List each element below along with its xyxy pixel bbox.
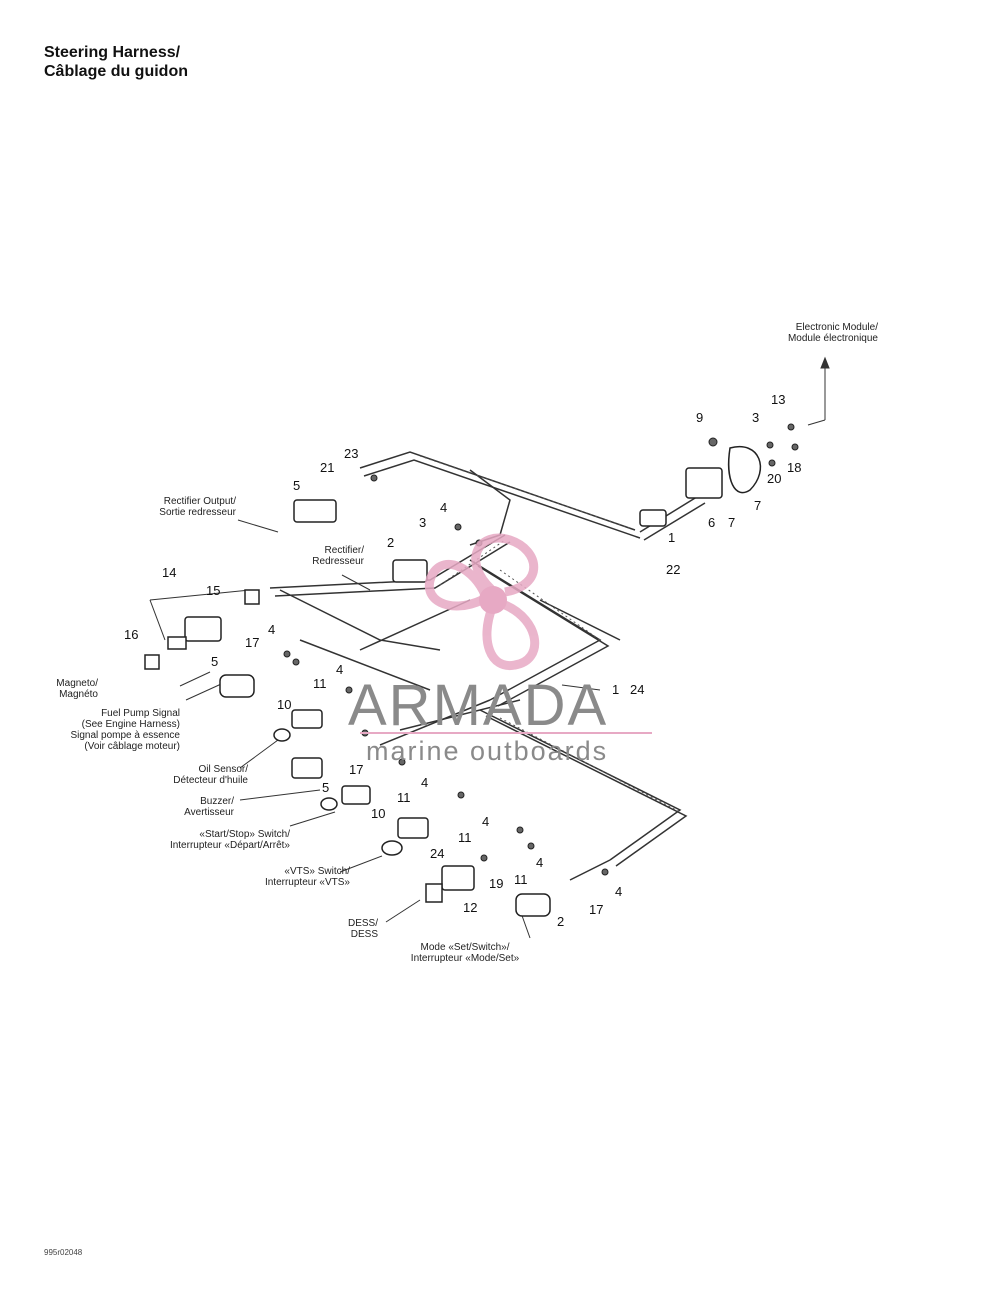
- part-number: 4: [440, 500, 448, 515]
- watermark-propeller-logo: [425, 533, 540, 670]
- connector-10-lower: [341, 785, 371, 805]
- part-number: 17: [245, 635, 260, 650]
- connector-12: [441, 865, 475, 891]
- part-number: 2: [387, 535, 395, 550]
- part-number: 4: [536, 855, 544, 870]
- label-rectifier: Rectifier/Redresseur: [312, 545, 364, 567]
- part-number: 11: [397, 790, 411, 805]
- label-magneto: Magneto/Magnéto: [56, 678, 98, 700]
- part-number: 5: [211, 654, 219, 669]
- dess-connector: [425, 883, 443, 903]
- label-dess: DESS/DESS: [347, 918, 378, 940]
- part-number: 22: [666, 562, 681, 577]
- page-title-english: Steering Harness/: [44, 44, 181, 61]
- connector-14: [184, 616, 222, 642]
- part-number: 12: [463, 900, 478, 915]
- part-number: 7: [754, 498, 762, 513]
- page-title-french: Câblage du guidon: [44, 63, 188, 80]
- connector-5-lower: [291, 757, 323, 779]
- watermark-brand: ARMADA: [348, 673, 609, 738]
- label-rectifier-output: Rectifier Output/Sortie redresseur: [159, 496, 236, 518]
- part-number: 5: [293, 478, 301, 493]
- label-oil-sensor: Oil Sensor/Détecteur d'huile: [173, 764, 248, 786]
- part-number: 11: [514, 872, 528, 887]
- part-number: 4: [268, 622, 276, 637]
- label-buzzer: Buzzer/Avertisseur: [184, 796, 234, 818]
- watermark-tagline: marine outboards: [366, 736, 609, 766]
- part-number: 4: [421, 775, 429, 790]
- connector-16: [144, 654, 160, 670]
- connector-15-block: [244, 589, 260, 605]
- part-number: 11: [458, 830, 472, 845]
- buzzer-plug: [320, 797, 338, 811]
- part-number: 20: [767, 471, 782, 486]
- part-number: 6: [708, 515, 716, 530]
- part-number: 1: [612, 682, 620, 697]
- label-electronic-module: Electronic Module/Module électronique: [787, 322, 878, 344]
- sleeve-1: [639, 509, 667, 527]
- part-number: 16: [124, 627, 139, 642]
- part-number: 5: [322, 780, 330, 795]
- figure-code: 995r02048: [44, 1248, 83, 1257]
- part-number: 24: [430, 846, 445, 861]
- connector-7-housing: [728, 445, 761, 494]
- connector-2-lower: [515, 893, 551, 917]
- part-number: 2: [557, 914, 565, 929]
- part-number: 24: [630, 682, 645, 697]
- part-number: 19: [489, 876, 504, 891]
- part-number: 17: [589, 902, 604, 917]
- watermark-rule: [360, 732, 652, 734]
- part-number: 3: [419, 515, 427, 530]
- harness-wires: [269, 451, 706, 881]
- part-number: 1: [668, 530, 676, 545]
- connector-rectifier: [392, 559, 428, 583]
- part-number: 21: [320, 460, 335, 475]
- part-number: 4: [336, 662, 344, 677]
- part-number: 10: [371, 806, 386, 821]
- part-number: 11: [313, 676, 327, 691]
- part-number: 17: [349, 762, 364, 777]
- components: [144, 445, 761, 917]
- connector-5-mid: [219, 674, 255, 698]
- part-number: 9: [696, 410, 704, 425]
- part-number: 15: [206, 583, 221, 598]
- label-mode-set-switch: Mode «Set/Switch»/Interrupteur «Mode/Set…: [410, 942, 520, 964]
- part-number: 4: [482, 814, 490, 829]
- part-number: 18: [787, 460, 802, 475]
- part-number: 10: [277, 697, 292, 712]
- part-number: 23: [344, 446, 359, 461]
- connector-5-top: [293, 499, 337, 523]
- start-stop-plug: [381, 840, 403, 856]
- connector-10: [291, 709, 323, 729]
- connector-6: [685, 467, 723, 499]
- connector-14-small: [167, 636, 187, 650]
- part-number: 3: [752, 410, 760, 425]
- part-number: 13: [771, 392, 786, 407]
- part-number: 4: [615, 884, 623, 899]
- label-start-stop-switch: «Start/Stop» Switch/Interrupteur «Départ…: [169, 829, 290, 851]
- connector-24: [397, 817, 429, 839]
- oil-sensor-plug: [273, 728, 291, 742]
- label-fuel-pump-signal: Fuel Pump Signal(See Engine Harness) Sig…: [70, 708, 180, 752]
- part-number: 14: [162, 565, 177, 580]
- part-number: 7: [728, 515, 736, 530]
- label-vts-switch: «VTS» Switch/Interrupteur «VTS»: [264, 866, 350, 888]
- watermark-propeller-hub: [479, 586, 507, 614]
- harness-sleeve-hatching: [419, 455, 681, 813]
